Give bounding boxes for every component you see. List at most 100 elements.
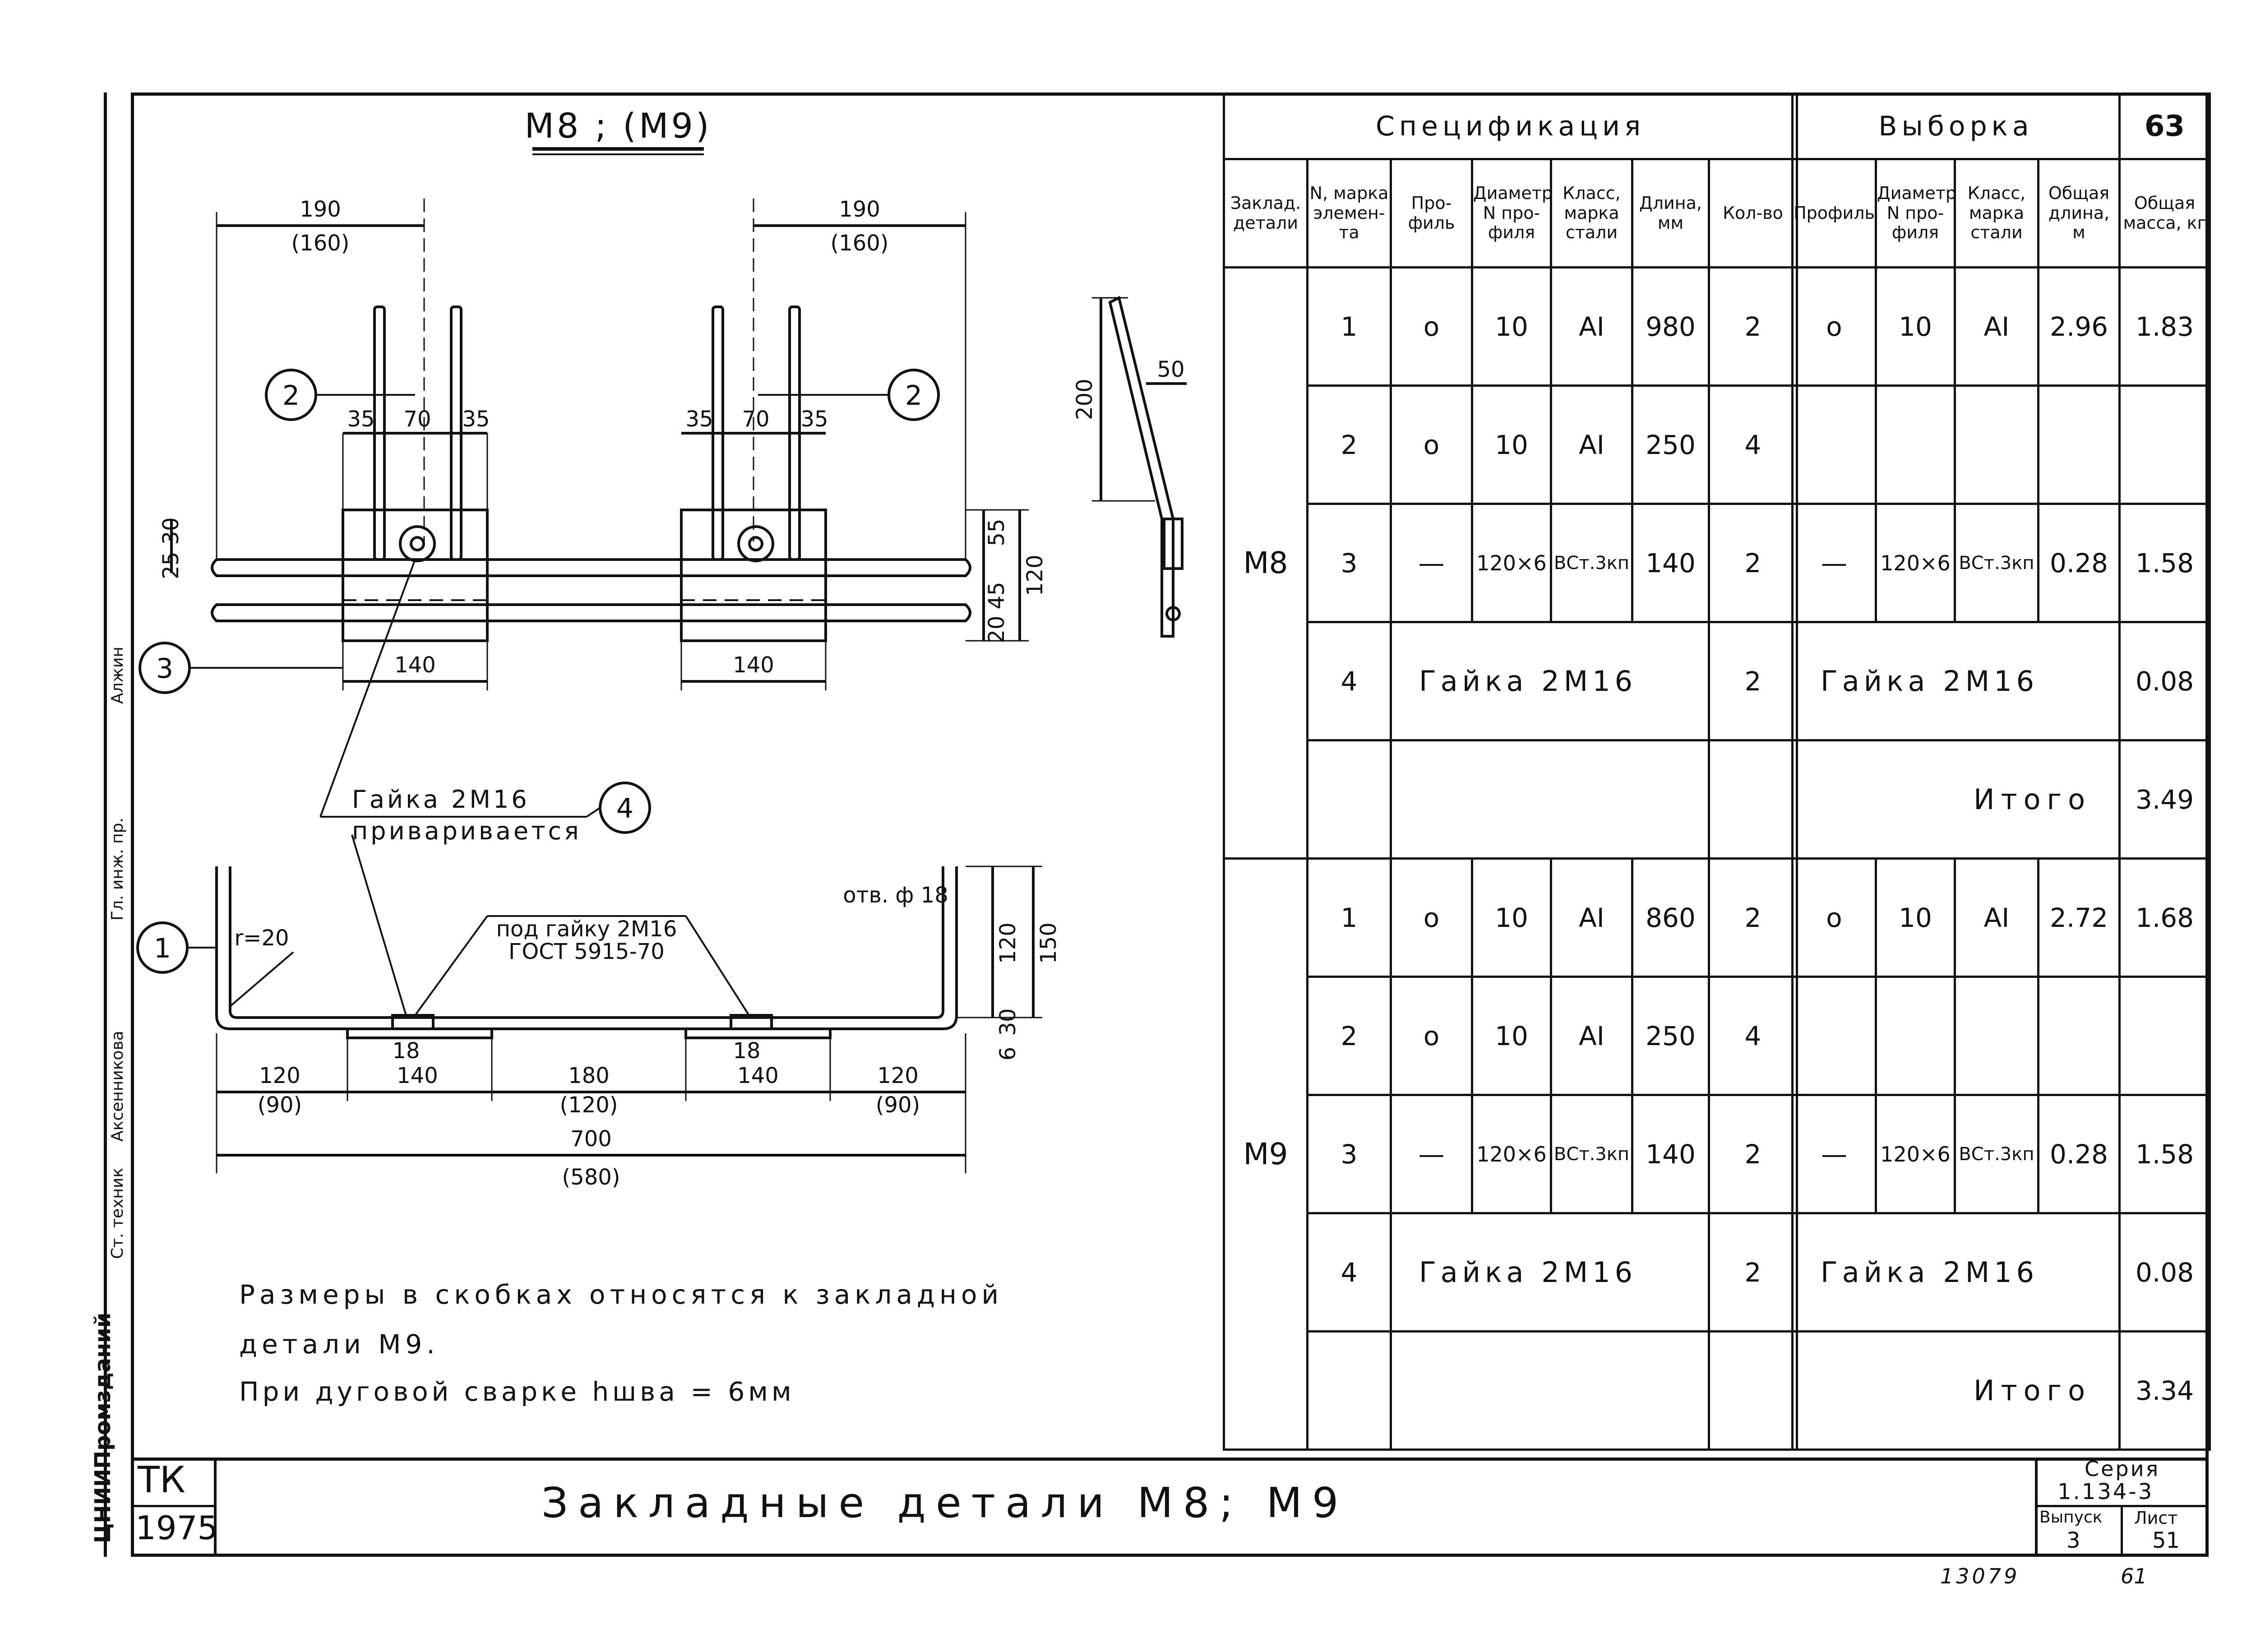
org-box [131,1458,217,1557]
cell: 4 [1306,621,1392,741]
cell: 0.28 [2037,503,2121,623]
sample-header-class: Класс, марка стали [1954,158,2039,268]
cell: 2 [1306,384,1392,505]
table-row: 4 Гайка 2М16 2 [1224,621,1798,741]
dim-55: 55 [984,518,1009,546]
dim-20: 20 [984,615,1009,643]
sheet-value: 51 [2152,1528,2180,1553]
cell: Гайка 2М16 [1791,1212,2121,1333]
dim-180: 180 [568,1063,610,1088]
cell: ВСт.3кп [1954,503,2039,623]
spec-header-qty: Кол-во [1708,158,1798,268]
cell: ВСт.3кп [1550,503,1633,623]
part-mark-m9: М9 [1223,857,1308,1451]
note-line-2: детали М9. [239,1329,439,1360]
dim-r30: 30 [995,1008,1021,1036]
cell: 10 [1471,857,1552,978]
cell: о [1390,976,1473,1096]
hole-note-2: под гайку 2М16 [496,916,677,942]
series-box [2035,1458,2209,1557]
dim-35a-right: 35 [685,407,713,432]
callout-1: 1 [154,933,171,964]
cell: ВСт.3кп [1954,1094,2039,1214]
dim-70-left: 70 [403,407,431,432]
title-block [131,1458,2209,1557]
callout-3: 3 [156,653,173,685]
table-row [1791,976,2211,1096]
radius-label: r=20 [234,925,289,951]
cell: 10 [1875,857,1956,978]
spec-header-class: Класс, марка стали [1550,158,1633,268]
table-row [1224,739,1798,860]
note-line-3: При дуговой сварке hшва = 6мм [239,1376,795,1407]
dim-140-left: 140 [394,652,436,678]
cell: 2 [1708,266,1798,387]
cell: 10 [1875,266,1956,387]
cell: — [1390,503,1473,623]
spec-header-diameter: Диаметр, N про- филя [1471,158,1552,268]
cell: 0.08 [2118,621,2211,741]
cell: АI [1954,857,2039,978]
spec-header-length: Длина, мм [1631,158,1710,268]
table-row: — 120×6 ВСт.3кп 0.28 1.58 [1791,503,2211,623]
cell: Гайка 2М16 [1390,1212,1710,1333]
cell: 120×6 [1875,503,1956,623]
org-code: ТК [138,1459,185,1501]
nut-note-line1: Гайка 2М16 [352,785,530,814]
archive-number-2: 61 [2121,1564,2147,1588]
note-line-1: Размеры в скобках относятся к закладной [239,1279,1003,1310]
table-row: М9 1 о 10 АI 860 2 [1223,857,1798,1451]
org-year: 1975 [135,1509,218,1547]
cell: 2 [1708,503,1798,623]
dim-700: 700 [570,1126,612,1152]
dim-140-right: 140 [733,652,774,678]
cell: 2 [1306,976,1392,1096]
sheet-divider [2121,1505,2123,1557]
cell: — [1791,503,1877,623]
cell: о [1791,857,1877,978]
table-row: 2 о 10 АI 250 4 [1224,384,1798,505]
dim-580: (580) [562,1165,620,1190]
archive-number: 13079 [1940,1564,2020,1588]
table-row: 3 — 120×6 ВСт.3кп 140 2 [1224,503,1798,623]
table-row: о 10 АI 2.96 1.83 [1791,266,2211,387]
cell: 4 [1708,976,1798,1096]
dim-25-30: 25 30 [158,517,184,579]
dim-35b-right: 35 [800,407,828,432]
cell: Гайка 2М16 [1390,621,1710,741]
sample-header-mass: Общая масса, кг [2118,158,2211,268]
cell: 980 [1631,266,1710,387]
dim-160-right: (160) [830,231,888,256]
cell: 2 [1708,1094,1798,1214]
left-margin-line [104,93,107,1557]
dim-35a-left: 35 [347,407,374,432]
series-value: 1.134-3 [2057,1479,2154,1504]
cell: Гайка 2М16 [1791,621,2121,741]
sample-title: Выборка [1791,93,2121,160]
table-row: М8 1 о 10 АI 980 2 [1223,266,1798,860]
cell: 10 [1471,384,1552,505]
cell: АI [1550,976,1633,1096]
cell: АI [1550,266,1633,387]
series-label: Серия [2085,1457,2160,1481]
issue-value: 3 [2066,1528,2080,1553]
cell: 1 [1306,857,1392,978]
org-divider [131,1505,217,1507]
issue-label: Выпуск [2039,1508,2103,1527]
cell: Итого [1791,739,2121,860]
sample-header-diameter: Диаметр N про- филя [1875,158,1956,268]
dim-160-left: (160) [291,231,349,256]
table-row: о 10 АI 2.72 1.68 [1791,857,2211,978]
sheet-label: Лист [2134,1508,2178,1528]
cell: 2.96 [2037,266,2121,387]
dim-side-50: 50 [1157,357,1184,382]
cell: 0.28 [2037,1094,2121,1214]
cell: 2 [1708,621,1798,741]
cell: 140 [1631,503,1710,623]
cell: 1.68 [2118,857,2211,978]
dim-r120: 120 [995,922,1021,964]
engineering-drawing: 2 2 3 4 1 190 (160) 35 70 35 140 190 (16… [136,106,1187,1190]
dim-70-right: 70 [742,407,769,432]
table-row: 4 Гайка 2М16 2 [1224,1212,1798,1333]
dim-90-b: (90) [876,1092,920,1118]
